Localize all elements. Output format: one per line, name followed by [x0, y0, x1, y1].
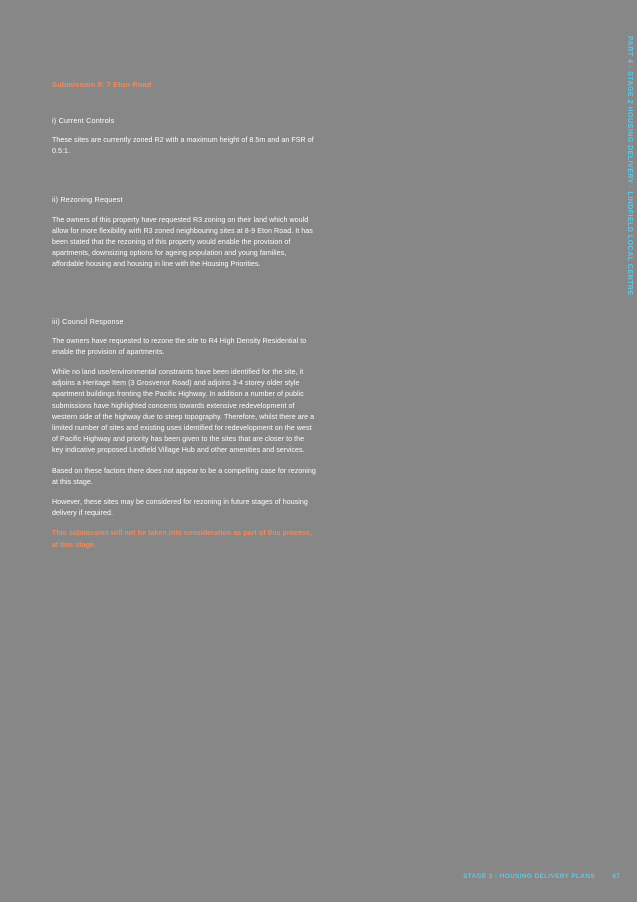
section-council-response: iii) Council Response The owners have re… — [52, 317, 316, 551]
page-footer: STAGE 2 - HOUSING DELIVERY PLANS 87 — [0, 866, 637, 880]
side-tab: PART 4 - STAGE 2 HOUSING DELIVERY - LIND… — [613, 0, 637, 902]
section-heading-rezoning-request: ii) Rezoning Request — [52, 195, 123, 205]
submission-outcome-note: This submission will not be taken into c… — [52, 529, 313, 549]
paragraph-council-response-4: However, these sites may be considered f… — [52, 498, 308, 518]
footer-title: STAGE 2 - HOUSING DELIVERY PLANS — [463, 873, 595, 880]
paragraph-council-response-3: Based on these factors there does not ap… — [52, 466, 316, 486]
content-column: Submission 8: 7 Eton Road i) Current Con… — [52, 80, 316, 573]
section-spacer-2 — [52, 293, 316, 317]
section-heading-council-response: iii) Council Response — [52, 316, 124, 326]
paragraph-rezoning-request-1: The owners of this property have request… — [52, 215, 313, 269]
section-current-controls: i) Current Controls These sites are curr… — [52, 116, 316, 157]
section-rezoning-request: ii) Rezoning Request The owners of this … — [52, 195, 316, 270]
section-spacer-1 — [52, 179, 316, 195]
side-tab-label: PART 4 - STAGE 2 HOUSING DELIVERY - LIND… — [626, 36, 633, 296]
footer-page-number: 87 — [612, 873, 620, 880]
paragraph-current-controls-1: These sites are currently zoned R2 with … — [52, 136, 314, 156]
paragraph-council-response-2: While no land use/environmental constrai… — [52, 368, 315, 455]
section-heading-current-controls: i) Current Controls — [52, 115, 115, 125]
paragraph-council-response-1: The owners have requested to rezone the … — [52, 336, 307, 356]
submission-heading: Submission 8: 7 Eton Road — [52, 80, 152, 89]
